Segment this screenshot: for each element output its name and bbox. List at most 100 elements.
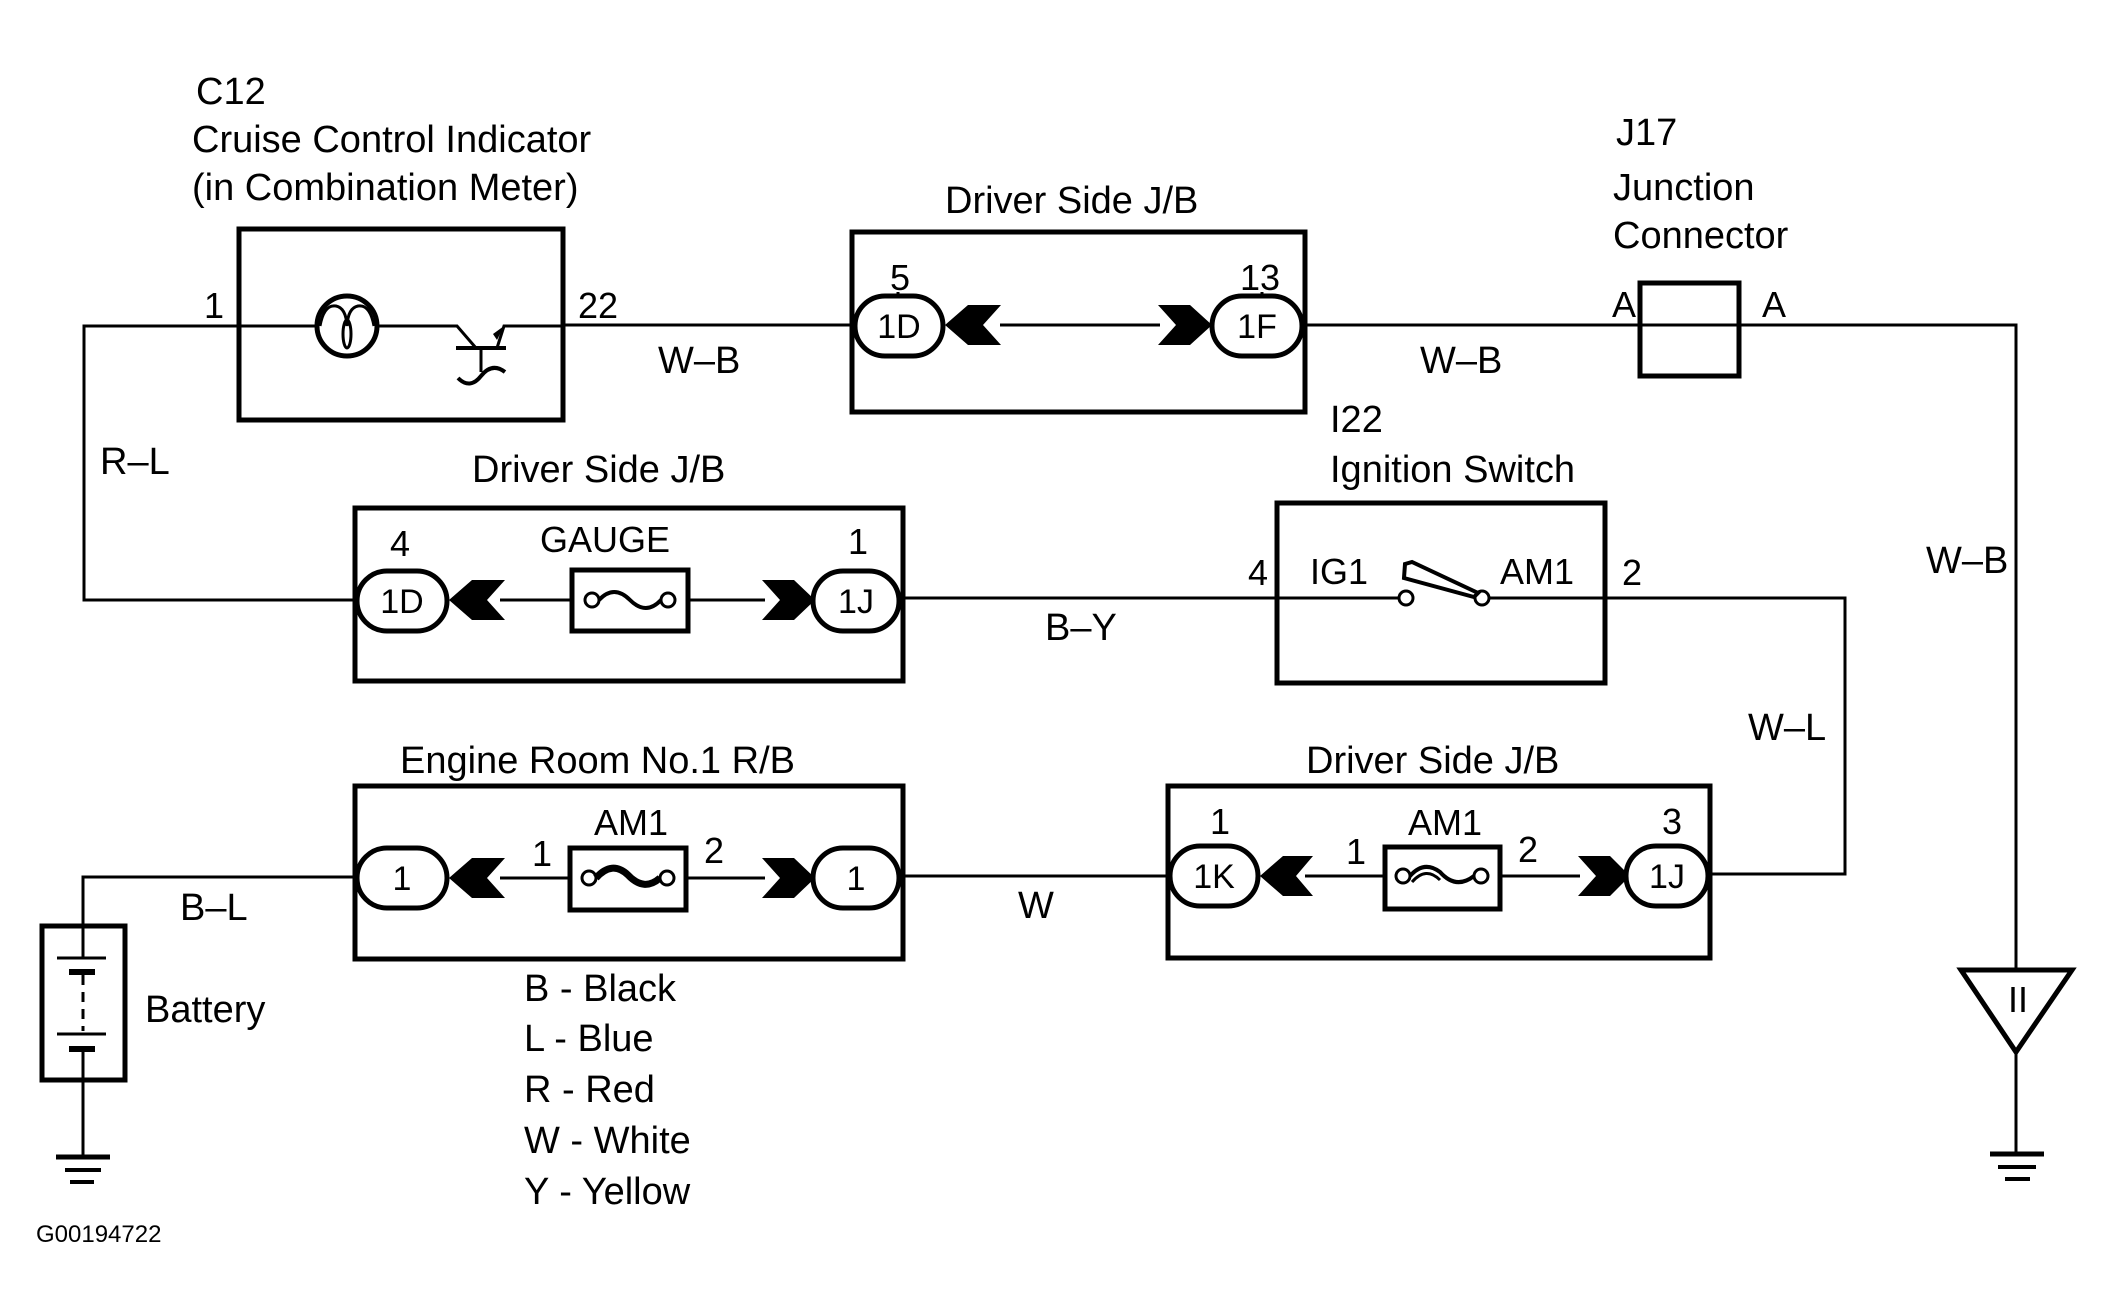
connector-chevron-left-icon bbox=[449, 858, 505, 898]
jb-bottom-fuse-pin-1: 1 bbox=[1346, 831, 1366, 872]
wire-r-l bbox=[82, 324, 355, 602]
legend-item: R - Red bbox=[524, 1069, 655, 1111]
fuse-icon bbox=[567, 845, 689, 913]
jb-gauge-conn-1j-label: 1J bbox=[838, 583, 874, 621]
i22-pin-2: 2 bbox=[1622, 552, 1642, 593]
wire-label-w: W bbox=[1018, 885, 1054, 927]
jb-gauge-pin-1: 1 bbox=[848, 521, 868, 562]
jb-bottom-connector-1j bbox=[1623, 843, 1711, 909]
color-legend: B - Black L - Blue R - Red W - White Y -… bbox=[524, 968, 691, 1213]
wire-b-l bbox=[81, 875, 355, 925]
jb-gauge-connector-1d bbox=[354, 568, 450, 634]
rb-engine-fuse-label: AM1 bbox=[594, 802, 668, 843]
jb-gauge-pin-4: 4 bbox=[390, 523, 410, 564]
fuse-icon bbox=[569, 567, 691, 634]
wire-label-w-b-3: W–B bbox=[1926, 540, 2008, 582]
wire-w-l bbox=[1605, 596, 1847, 876]
rb-engine-conn-left-label: 1 bbox=[393, 860, 412, 898]
jb-gauge-title: Driver Side J/B bbox=[472, 449, 725, 491]
j17-name-line2: Connector bbox=[1613, 215, 1789, 257]
wire-label-r-l: R–L bbox=[100, 441, 170, 483]
switch-icon bbox=[1397, 559, 1491, 607]
transistor-icon bbox=[456, 326, 507, 386]
ground-icon bbox=[56, 1154, 110, 1184]
jb-bottom-fuse-label: AM1 bbox=[1408, 802, 1482, 843]
battery-label: Battery bbox=[145, 989, 265, 1031]
j17-box bbox=[1637, 280, 1742, 379]
legend-item: W - White bbox=[524, 1120, 691, 1162]
connector-chevron-right-icon bbox=[762, 858, 815, 898]
c12-pin-1: 1 bbox=[204, 285, 224, 326]
ground-point-code: II bbox=[2008, 979, 2028, 1020]
i22-code: I22 bbox=[1330, 399, 1383, 441]
component-rb-engine[interactable]: Engine Room No.1 R/B 1 AM1 1 2 1 bbox=[352, 740, 906, 962]
connector-chevron-left-icon bbox=[945, 305, 1001, 345]
legend-item: Y - Yellow bbox=[524, 1171, 691, 1213]
c12-internal-wire-b bbox=[377, 324, 478, 349]
rb-engine-conn-right-label: 1 bbox=[847, 860, 866, 898]
jb-bottom-conn-1j-label: 1J bbox=[1649, 858, 1685, 896]
legend-item: L - Blue bbox=[524, 1018, 654, 1060]
rb-engine-fuse-pin-2: 2 bbox=[704, 830, 724, 871]
jb-gauge-connector-1j bbox=[810, 568, 902, 634]
i22-pin-4: 4 bbox=[1248, 552, 1268, 593]
jb-gauge-fuse-label: GAUGE bbox=[540, 519, 670, 560]
c12-code: C12 bbox=[196, 71, 266, 113]
jb-top-connector-1f bbox=[1209, 293, 1305, 359]
jb-bottom-pin-1: 1 bbox=[1210, 801, 1230, 842]
component-j17[interactable]: J17 Junction Connector A A bbox=[1612, 112, 1789, 379]
connector-chevron-right-icon bbox=[1578, 856, 1630, 896]
component-ground-point[interactable]: II bbox=[1956, 967, 2077, 1057]
component-battery[interactable]: Battery bbox=[39, 923, 265, 1083]
component-c12[interactable]: C12 Cruise Control Indicator (in Combina… bbox=[192, 71, 618, 423]
jb-top-pin-13: 13 bbox=[1240, 257, 1280, 298]
bulb-icon bbox=[314, 293, 380, 359]
component-jb-top[interactable]: Driver Side J/B 5 1D 13 1F bbox=[849, 180, 1308, 415]
jb-top-conn-1d-label: 1D bbox=[877, 308, 920, 346]
c12-name: Cruise Control Indicator bbox=[192, 119, 592, 161]
jb-top-conn-1f-label: 1F bbox=[1237, 308, 1277, 346]
ground-point-triangle-icon bbox=[1956, 967, 2077, 1057]
component-jb-bottom[interactable]: Driver Side J/B 1 1K AM1 1 2 3 1J bbox=[1165, 740, 1713, 961]
wires bbox=[81, 323, 2018, 1157]
rb-engine-connector-left bbox=[354, 845, 450, 911]
wire-label-w-b-1: W–B bbox=[658, 340, 740, 382]
j17-code: J17 bbox=[1616, 112, 1677, 154]
jb-top-pin-5: 5 bbox=[890, 257, 910, 298]
rb-engine-connector-right bbox=[810, 845, 902, 911]
c12-pin-22: 22 bbox=[578, 285, 618, 326]
i22-box bbox=[1274, 500, 1608, 686]
connector-chevron-left-icon bbox=[1260, 856, 1313, 896]
component-jb-gauge[interactable]: Driver Side J/B 4 1D GAUGE 1 1J bbox=[352, 449, 906, 684]
jb-bottom-conn-1k-label: 1K bbox=[1193, 858, 1235, 896]
wire-w-b-3 bbox=[1740, 323, 2018, 970]
wire-label-b-l: B–L bbox=[180, 887, 248, 929]
i22-terminal-ig1: IG1 bbox=[1310, 551, 1368, 592]
i22-name: Ignition Switch bbox=[1330, 449, 1575, 491]
connector-chevron-left-icon bbox=[449, 580, 505, 620]
jb-gauge-box bbox=[352, 505, 906, 684]
jb-top-connector-1d bbox=[852, 293, 946, 359]
ground-icon bbox=[1990, 1151, 2044, 1181]
jb-bottom-connector-1k bbox=[1167, 843, 1261, 909]
j17-pin-a-left: A bbox=[1612, 284, 1636, 325]
battery-icon bbox=[57, 926, 106, 1080]
c12-subtitle: (in Combination Meter) bbox=[192, 167, 578, 209]
c12-box bbox=[236, 226, 566, 423]
wire-label-w-l: W–L bbox=[1748, 707, 1826, 749]
rb-engine-title: Engine Room No.1 R/B bbox=[400, 740, 795, 782]
jb-top-box bbox=[849, 229, 1308, 415]
fuse-icon bbox=[1382, 844, 1503, 912]
figure-id: G00194722 bbox=[36, 1221, 161, 1248]
j17-name-line1: Junction bbox=[1613, 167, 1755, 209]
wire-label-b-y: B–Y bbox=[1045, 607, 1117, 649]
jb-bottom-pin-3: 3 bbox=[1662, 801, 1682, 842]
j17-pin-a-right: A bbox=[1762, 284, 1786, 325]
i22-terminal-am1: AM1 bbox=[1500, 551, 1574, 592]
wire-label-w-b-2: W–B bbox=[1420, 340, 1502, 382]
c12-internal-wire-c bbox=[495, 324, 563, 349]
component-i22[interactable]: I22 Ignition Switch 4 2 IG1 AM1 bbox=[1248, 399, 1642, 686]
jb-top-title: Driver Side J/B bbox=[945, 180, 1198, 222]
jb-bottom-title: Driver Side J/B bbox=[1306, 740, 1559, 782]
